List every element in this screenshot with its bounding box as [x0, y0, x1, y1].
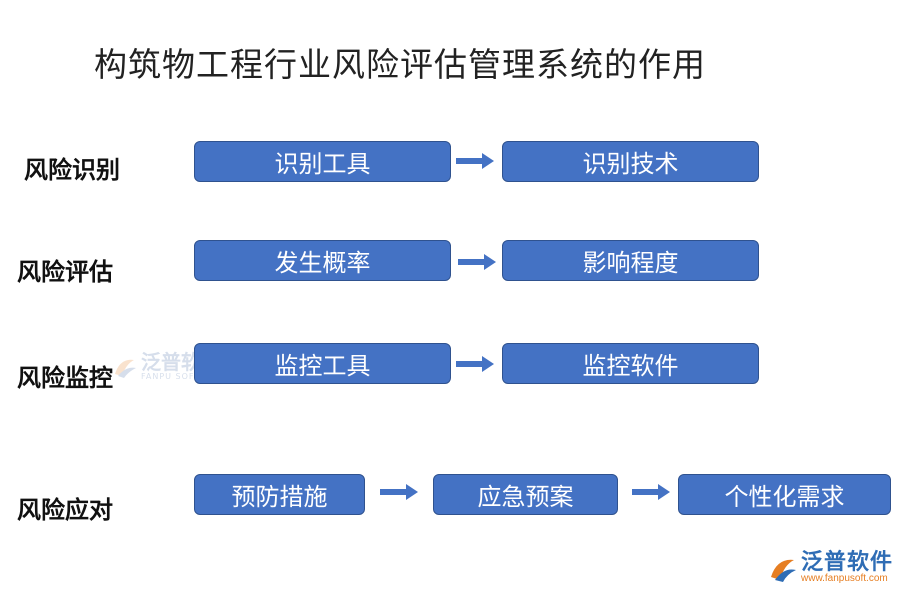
logo-name: 泛普软件 [801, 550, 894, 575]
fanpu-logo: 泛普软件 www.fanpusoft.com [768, 552, 893, 584]
row-label-risk-assessment: 风险评估 [17, 257, 113, 286]
fanpu-logo-icon [771, 559, 796, 582]
watermark-sub: FANPU SOFTWARE [141, 372, 228, 381]
logo-url: www.fanpusoft.com [801, 573, 888, 584]
box-identification-tools: 识别工具 [194, 141, 451, 182]
box-monitoring-tools: 监控工具 [194, 343, 451, 384]
box-probability: 发生概率 [194, 240, 451, 281]
box-impact-degree: 影响程度 [502, 240, 759, 281]
box-monitoring-software: 监控软件 [502, 343, 759, 384]
page-title: 构筑物工程行业风险评估管理系统的作用 [94, 45, 706, 84]
box-emergency-plan: 应急预案 [433, 474, 618, 515]
arrow-right-icon [632, 484, 670, 500]
box-identification-techniques: 识别技术 [502, 141, 759, 182]
row-label-risk-monitoring: 风险监控 [17, 363, 113, 392]
arrow-right-icon [456, 356, 494, 372]
row-label-risk-identification: 风险识别 [24, 155, 120, 184]
arrow-right-icon [456, 153, 494, 169]
row-label-risk-response: 风险应对 [17, 495, 113, 524]
watermark-logo-icon [115, 359, 136, 378]
box-preventive-measures: 预防措施 [194, 474, 365, 515]
arrow-right-icon [458, 254, 496, 270]
box-personalized-needs: 个性化需求 [678, 474, 891, 515]
arrow-right-icon [380, 484, 418, 500]
